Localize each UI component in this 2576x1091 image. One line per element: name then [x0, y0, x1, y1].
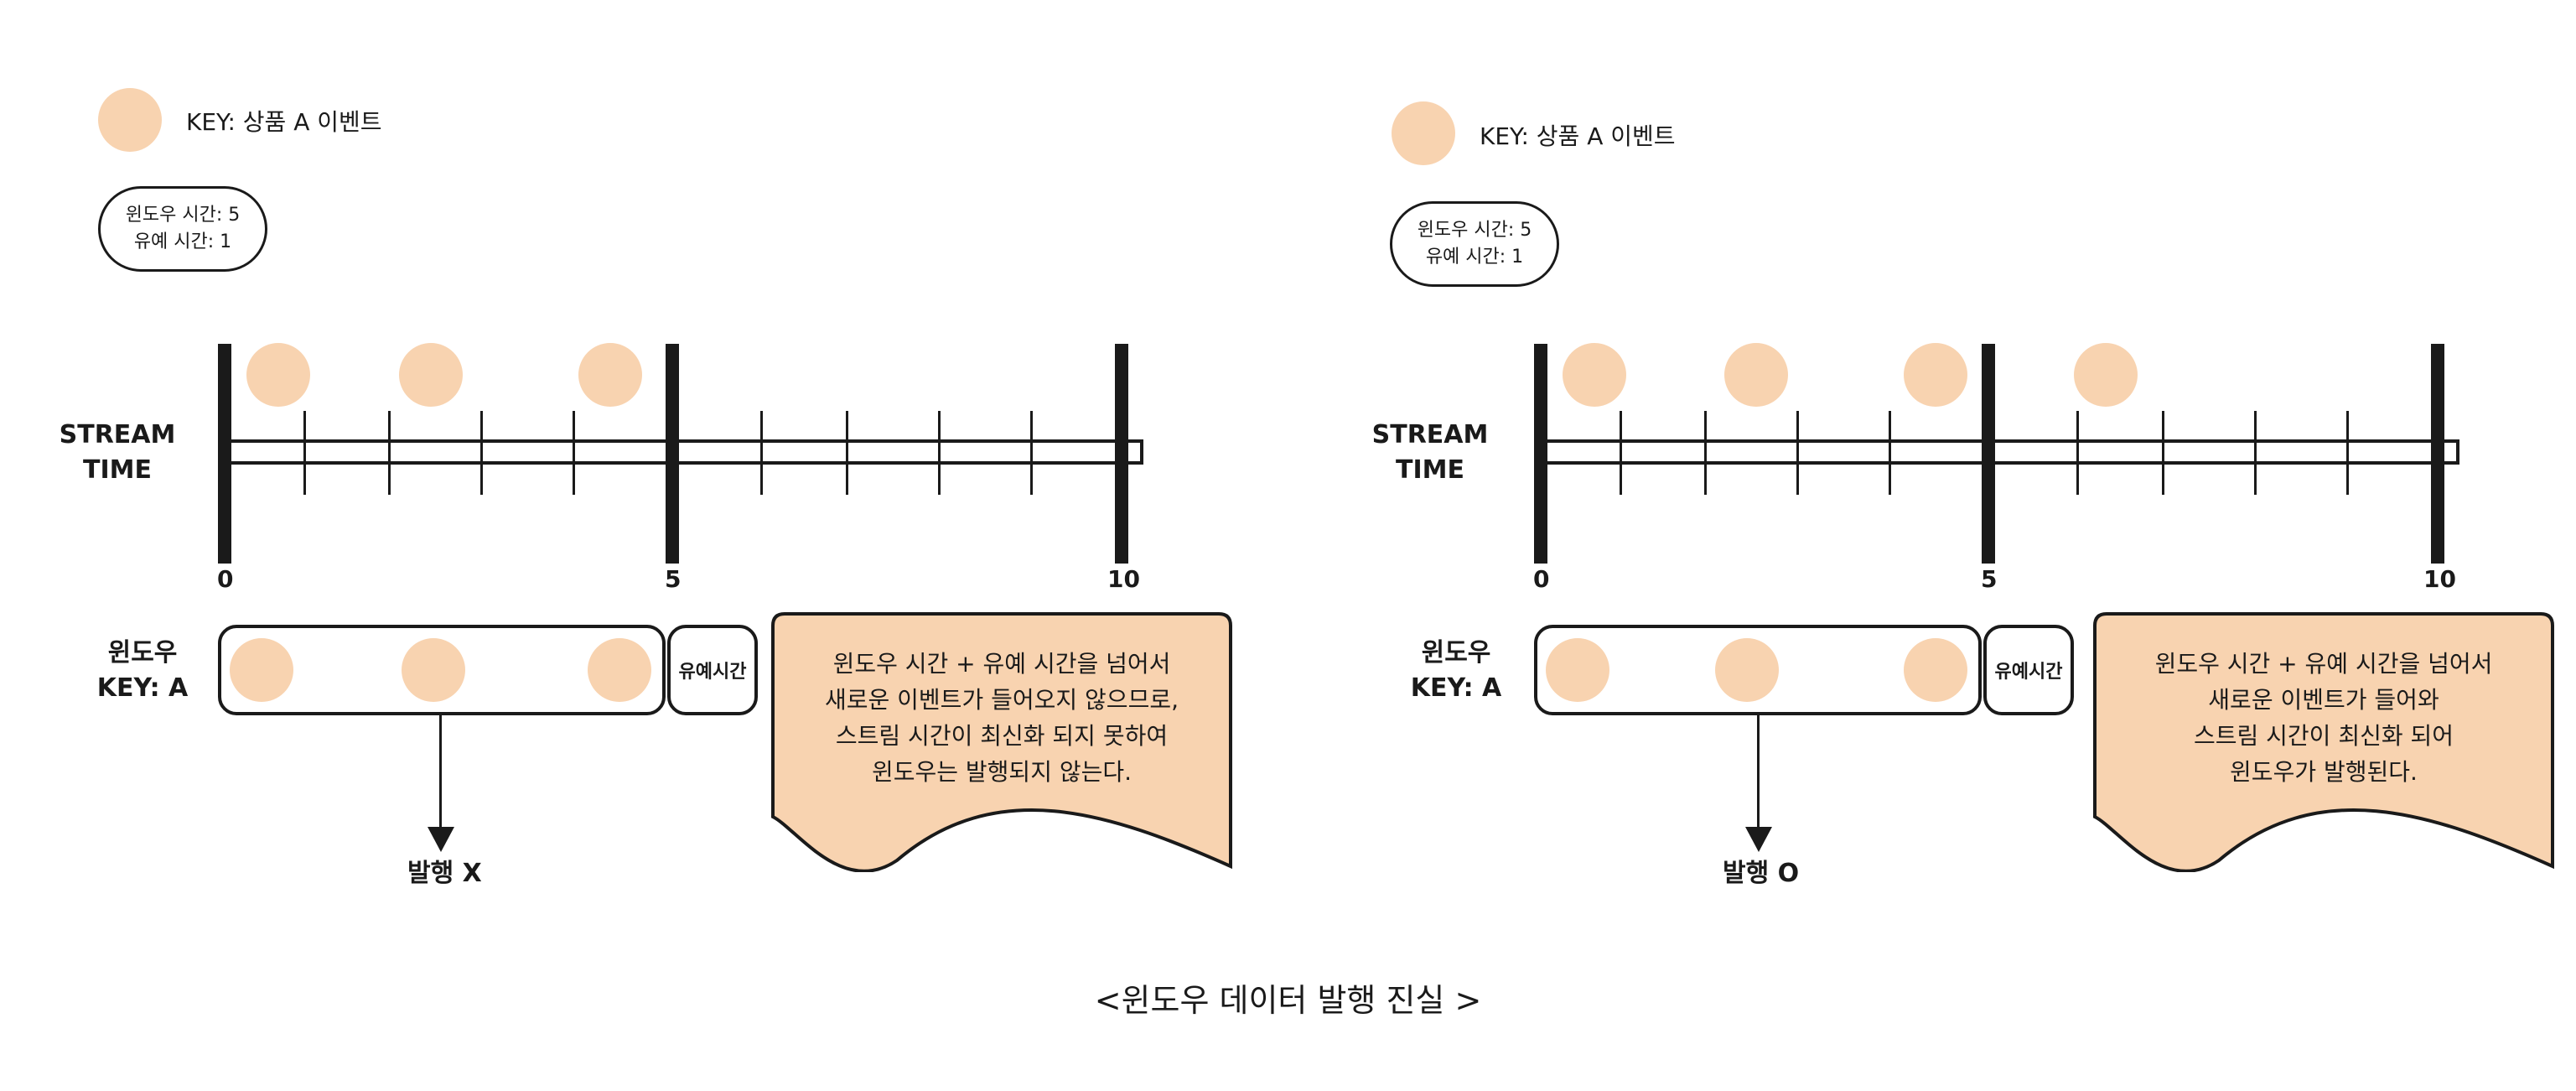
window-label-line-2: KEY: A — [96, 673, 189, 703]
axis-label-0: 0 — [217, 565, 234, 593]
timeline-tick — [2162, 411, 2164, 495]
panel-no-emit: KEY: 상품 A 이벤트 윈도우 시간: 5 유예 시간: 1 STREAM … — [0, 0, 1308, 922]
axis-label-5: 5 — [665, 565, 682, 593]
stream-event — [578, 343, 643, 407]
emit-arrow-head — [428, 827, 454, 852]
window-event — [402, 638, 465, 702]
timeline-tick — [1889, 411, 1891, 495]
grace-period-box: 유예시간 — [667, 625, 758, 715]
window-label-line-1: 윈도우 — [1421, 638, 1491, 668]
timeline-tick — [2076, 411, 2079, 495]
boundary-bar-0 — [218, 344, 231, 564]
window-event — [230, 638, 293, 702]
note-line: 스트림 시간이 최신화 되지 못하여 — [835, 722, 1169, 750]
legend-event-dot — [1392, 101, 1455, 165]
window-label-line-1: 윈도우 — [107, 638, 178, 668]
grace-period-box: 유예시간 — [1983, 625, 2074, 715]
timeline-tick — [1704, 411, 1707, 495]
config-pill: 윈도우 시간: 5 유예 시간: 1 — [1390, 201, 1559, 287]
note-callout — [771, 612, 1232, 872]
legend-key-label: KEY: 상품 A 이벤트 — [186, 108, 382, 136]
note-line: 윈도우 시간 + 유예 시간을 넘어서 — [2154, 650, 2493, 678]
window-label-line-2: KEY: A — [1410, 673, 1502, 703]
boundary-bar-10 — [1115, 344, 1128, 564]
note-line: 윈도우는 발행되지 않는다. — [871, 758, 1133, 786]
timeline-tick — [846, 411, 848, 495]
stream-time-label: STREAM TIME — [1371, 418, 1489, 488]
timeline-tick — [2254, 411, 2257, 495]
window-event — [1546, 638, 1609, 702]
stream-event — [246, 343, 311, 407]
note-line: 윈도우가 발행된다. — [2230, 758, 2418, 786]
axis-label-10: 10 — [2423, 565, 2456, 593]
window-event — [1715, 638, 1779, 702]
diagram-caption: <윈도우 데이터 발행 진실 > — [1094, 982, 1482, 1019]
timeline-tick — [2346, 411, 2349, 495]
axis-label-5: 5 — [1981, 565, 1998, 593]
emit-arrow-line — [439, 715, 442, 829]
axis-label-0: 0 — [1533, 565, 1550, 593]
window-label: 윈도우 KEY: A — [80, 636, 205, 706]
note-line: 윈도우 시간 + 유예 시간을 넘어서 — [832, 650, 1171, 678]
emit-result-label: 발행 O — [1723, 859, 1800, 888]
config-pill: 윈도우 시간: 5 유예 시간: 1 — [98, 186, 267, 272]
window-time-label: 윈도우 시간: 5 — [125, 205, 241, 226]
emit-arrow-head — [1745, 827, 1772, 852]
grace-period-label: 유예시간 — [678, 662, 747, 683]
stream-track — [1536, 439, 2459, 465]
axis-label-10: 10 — [1107, 565, 1140, 593]
note-shape — [771, 612, 1232, 872]
emit-arrow-line — [1757, 715, 1760, 829]
window-label: 윈도우 KEY: A — [1393, 636, 1519, 706]
stream-event — [399, 343, 464, 407]
grace-time-label: 유예 시간: 1 — [133, 231, 232, 252]
window-event — [1904, 638, 1967, 702]
timeline-tick — [1030, 411, 1033, 495]
stream-label-line-2: TIME — [1396, 455, 1464, 485]
grace-period-label: 유예시간 — [1994, 662, 2063, 683]
note-line: 새로운 이벤트가 들어와 — [2208, 686, 2439, 714]
boundary-bar-0 — [1534, 344, 1547, 564]
note-line: 스트림 시간이 최신화 되어 — [2193, 722, 2454, 750]
panel-emit: KEY: 상품 A 이벤트 윈도우 시간: 5 유예 시간: 1 STREAM … — [1316, 0, 2576, 922]
boundary-bar-5 — [1982, 344, 1995, 564]
timeline-tick — [303, 411, 306, 495]
note-shape — [2093, 612, 2554, 872]
window-event — [588, 638, 651, 702]
timeline-tick — [938, 411, 941, 495]
note-line: 새로운 이벤트가 들어오지 않으므로, — [824, 686, 1179, 714]
stream-event — [1563, 343, 1627, 407]
legend-event-dot — [98, 88, 162, 152]
grace-time-label: 유예 시간: 1 — [1425, 247, 1524, 268]
stream-label-line-1: STREAM — [1371, 420, 1489, 449]
window-time-label: 윈도우 시간: 5 — [1417, 220, 1532, 241]
note-text: 윈도우 시간 + 유예 시간을 넘어서 새로운 이벤트가 들어오지 않으므로, … — [772, 646, 1231, 790]
stream-track — [220, 439, 1143, 465]
timeline-tick — [480, 411, 483, 495]
stream-label-line-1: STREAM — [59, 420, 176, 449]
note-callout — [2093, 612, 2554, 872]
window-box — [1534, 625, 1982, 715]
emit-result-label: 발행 X — [407, 859, 482, 888]
timeline-tick — [573, 411, 575, 495]
timeline-tick — [388, 411, 391, 495]
stream-event — [1723, 343, 1788, 407]
timeline-tick — [760, 411, 763, 495]
stream-time-label: STREAM TIME — [59, 418, 176, 488]
note-text: 윈도우 시간 + 유예 시간을 넘어서 새로운 이벤트가 들어와 스트림 시간이… — [2094, 646, 2553, 790]
boundary-bar-5 — [666, 344, 679, 564]
window-box — [218, 625, 666, 715]
timeline-tick — [1620, 411, 1622, 495]
stream-event — [1903, 343, 1967, 407]
stream-event — [2074, 343, 2138, 407]
timeline-tick — [1796, 411, 1799, 495]
stream-label-line-2: TIME — [83, 455, 152, 485]
legend-key-label: KEY: 상품 A 이벤트 — [1480, 122, 1676, 150]
boundary-bar-10 — [2431, 344, 2444, 564]
